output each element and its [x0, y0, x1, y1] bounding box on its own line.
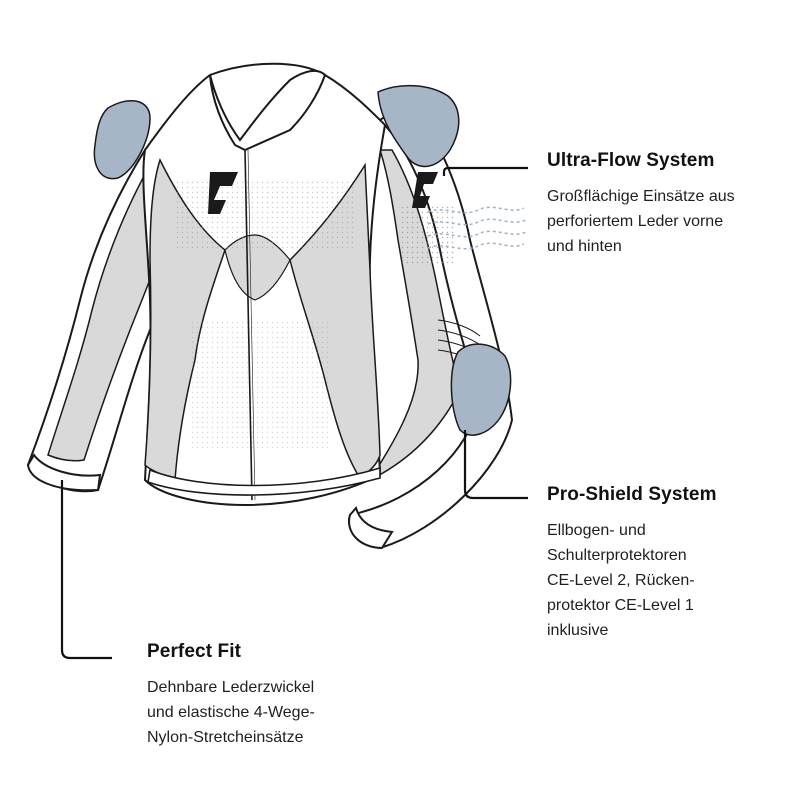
callout-perfect-fit-text: Dehnbare Lederzwickel und elastische 4-W… — [147, 675, 407, 750]
text-line: inklusive — [547, 622, 609, 639]
left-shoulder-protector — [93, 100, 151, 180]
text-line: Großflächige Einsätze aus — [547, 188, 735, 205]
callout-perfect-fit-title: Perfect Fit — [147, 641, 242, 662]
airflow-waves-icon — [427, 206, 527, 250]
callout-ultra-flow-text: Großflächige Einsätze aus perforiertem L… — [547, 184, 787, 259]
callout-pro-shield: Pro-Shield System Ellbogen- und Schulter… — [547, 484, 787, 643]
callout-ultra-flow-title: Ultra-Flow System — [547, 150, 715, 171]
right-elbow-protector — [450, 343, 512, 436]
text-line: Dehnbare Lederzwickel — [147, 679, 315, 696]
leader-lines — [60, 166, 528, 660]
text-line: protektor CE-Level 1 — [547, 597, 694, 614]
text-line: und elastische 4-Wege- — [147, 704, 315, 721]
torso-perforated-waist — [190, 320, 330, 450]
callout-pro-shield-text: Ellbogen- und Schulterprotektoren CE-Lev… — [547, 518, 787, 643]
text-line: CE-Level 2, Rücken- — [547, 572, 695, 589]
text-line: Nylon-Stretcheinsätze — [147, 729, 304, 746]
center-zipper — [244, 149, 253, 501]
left-sleeve-grey-panel — [47, 163, 171, 462]
leader-line-pro-shield — [463, 430, 528, 500]
callout-ultra-flow: Ultra-Flow System Großflächige Einsätze … — [547, 150, 787, 259]
callout-pro-shield-title: Pro-Shield System — [547, 484, 717, 505]
jacket-collar — [209, 69, 327, 152]
text-line: Schulterprotektoren — [547, 547, 687, 564]
brand-logo-icon — [208, 172, 438, 214]
callout-perfect-fit: Perfect Fit Dehnbare Lederzwickel und el… — [147, 641, 407, 750]
text-line: Ellbogen- und — [547, 522, 646, 539]
torso-perforated-chest — [175, 180, 355, 250]
jacket-hem — [147, 466, 381, 496]
leader-line-ultra-flow — [442, 166, 528, 176]
text-line: perforiertem Leder vorne — [547, 213, 724, 230]
leader-line-perfect-fit — [60, 480, 112, 660]
text-line: und hinten — [547, 238, 622, 255]
right-shoulder-protector — [377, 84, 460, 168]
right-cuff — [348, 505, 394, 550]
left-cuff — [26, 453, 102, 492]
